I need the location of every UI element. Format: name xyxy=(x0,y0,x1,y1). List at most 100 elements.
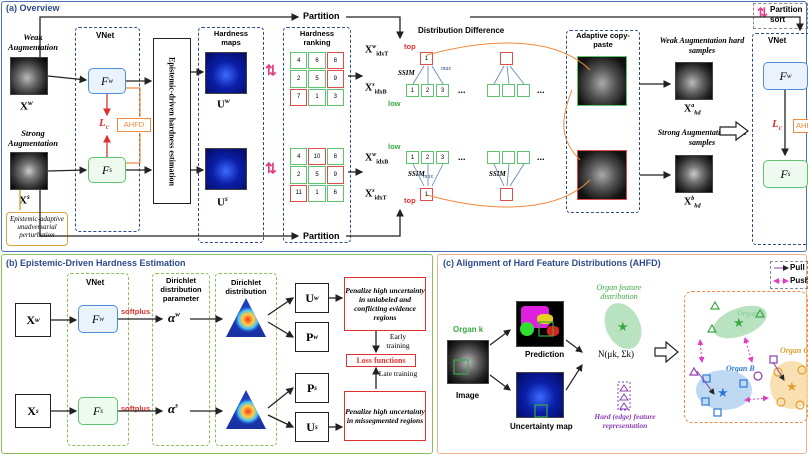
dd-cube-red-2 xyxy=(500,52,513,65)
dd-cube-g4 xyxy=(487,84,500,97)
sort-icon-bottom: ⇅ xyxy=(265,160,277,176)
prediction-label: Prediction xyxy=(525,350,565,359)
uncertainty-map-label: Uncertainty map xyxy=(510,422,573,431)
ranking-grid-bottom: 4 10 8 2 5 9 11 1 6 xyxy=(290,148,344,202)
xs-main: X xyxy=(19,194,27,207)
push-label: Push xyxy=(790,276,808,285)
ellipsis-4: ... xyxy=(537,152,545,162)
organ-b-label: Organ B xyxy=(726,364,755,373)
ranking-cell: 11 xyxy=(290,184,308,202)
xhd-a-sup: a xyxy=(691,103,695,109)
alpha-s-label: αs xyxy=(168,401,178,417)
fs-sub: s xyxy=(109,166,113,174)
softplus-top-label: softplus xyxy=(121,307,151,316)
vnet-a-label: VNet xyxy=(96,31,115,40)
lc-right-main: L xyxy=(772,118,779,130)
hardness-ranking-container xyxy=(283,27,351,243)
x-idxB-bot-sub: idxB xyxy=(376,159,389,166)
b-vnet-label: VNet xyxy=(86,278,105,287)
b-fs-main: F xyxy=(92,403,101,418)
b-pw-main: P xyxy=(305,329,314,344)
panel-a-title: (a) Overview xyxy=(6,3,60,13)
softplus-bottom-label: softplus xyxy=(121,404,151,413)
uw-sup: w xyxy=(224,97,230,105)
dd-cube-g12 xyxy=(517,151,530,164)
weak-augmentation-label: Weak Augmentation xyxy=(7,32,59,52)
fw-sub: w xyxy=(108,77,113,85)
prediction-image xyxy=(516,301,564,347)
b-uw-sup: w xyxy=(314,294,319,302)
b-us-sup: s xyxy=(314,423,318,431)
ranking-cell: 3 xyxy=(326,88,344,106)
vnet-right-label: VNet xyxy=(768,36,787,45)
alpha-w-sup: w xyxy=(175,310,180,319)
dd-cube-g5 xyxy=(502,84,515,97)
organ-k-label: Organ k xyxy=(453,325,484,334)
weak-hard-label: Weak Augmentation hard samples xyxy=(659,36,745,55)
epistemic-label: Epistemic-driven hardness estimation xyxy=(167,56,177,186)
ranking-cell: 4 xyxy=(290,52,308,70)
xhd-a-label: Xahd xyxy=(684,103,701,116)
strong-hard-label: Strong Augmentation hard samples xyxy=(657,128,747,147)
ranking-cell: 4 xyxy=(290,148,308,166)
alpha-s-sup: s xyxy=(175,401,178,410)
fw-right-main: F xyxy=(779,68,787,83)
us-main: U xyxy=(217,196,225,209)
ranking-cell: 9 xyxy=(326,70,344,88)
penalize-bottom-box: Penalize high uncertainty in missegmente… xyxy=(344,391,426,441)
ssim-label-3: SSIM xyxy=(489,170,506,178)
b-pw-sup: w xyxy=(313,333,318,341)
lc-main: L xyxy=(99,117,106,129)
partition-sort-label: Partition sort xyxy=(770,5,803,24)
hardness-ranking-label: Hardness ranking xyxy=(299,29,335,47)
ranking-cell: 6 xyxy=(308,52,326,70)
dd-cube-red-1: 1 xyxy=(420,52,433,65)
x-idxT-top-sup: w xyxy=(372,44,377,50)
ssim-label-1: SSIM xyxy=(398,69,415,77)
image-label: Image xyxy=(456,391,480,400)
early-training-label: Early training xyxy=(386,332,410,350)
ahfd-box: AHFD xyxy=(117,118,151,132)
ellipsis-2: ... xyxy=(537,85,545,95)
lc-label: Lc xyxy=(99,117,109,131)
xhd-a-sub: hd xyxy=(694,110,701,117)
xs-label: Xs xyxy=(19,193,30,207)
fs-main: F xyxy=(101,162,110,177)
x-idxB-top-sup: s xyxy=(372,82,375,88)
loss-functions-box: Loss functions xyxy=(346,354,416,367)
ahfd-right-box: AHFD xyxy=(793,119,808,133)
dirichlet-param-label: Dirichlet distribution parameter xyxy=(160,276,202,303)
dd-cube-g1: 1 xyxy=(406,84,419,97)
x-idxT-bot-sub: idxT xyxy=(374,195,387,202)
b-us-main: U xyxy=(306,419,315,434)
panel-b-title: (b) Epistemic-Driven Hardness Estimation xyxy=(6,258,186,268)
xw-main: X xyxy=(20,100,28,113)
pred-yellow xyxy=(537,314,553,324)
ranking-cell: 6 xyxy=(326,184,344,202)
strong-ct-image xyxy=(10,152,48,190)
ranking-cell: 2 xyxy=(290,70,308,88)
dd-cube-g8: 2 xyxy=(421,151,434,164)
b-fw-sub: w xyxy=(99,315,104,323)
dd-cube-g11 xyxy=(502,151,515,164)
pull-label: Pull xyxy=(790,263,805,272)
dd-cube-g6 xyxy=(517,84,530,97)
fw-main: F xyxy=(100,73,109,88)
x-idxT-bot-sup: s xyxy=(372,188,375,194)
ranking-cell: 7 xyxy=(290,88,308,106)
panel-c-ahfd xyxy=(437,254,807,454)
low-label-2: low xyxy=(388,142,401,151)
top-label-2: top xyxy=(404,196,416,205)
b-xw-sup: w xyxy=(35,316,40,324)
ellipsis-1: ... xyxy=(458,85,466,95)
epistemic-hardness-box: Epistemic-driven hardness estimation xyxy=(153,38,191,204)
organ-feature-dist-label: Organ feature distribution xyxy=(596,283,642,301)
hardness-map-s xyxy=(205,148,247,190)
fs-right-sub: s xyxy=(787,170,791,178)
organ-c-label: Organ C xyxy=(780,346,808,355)
